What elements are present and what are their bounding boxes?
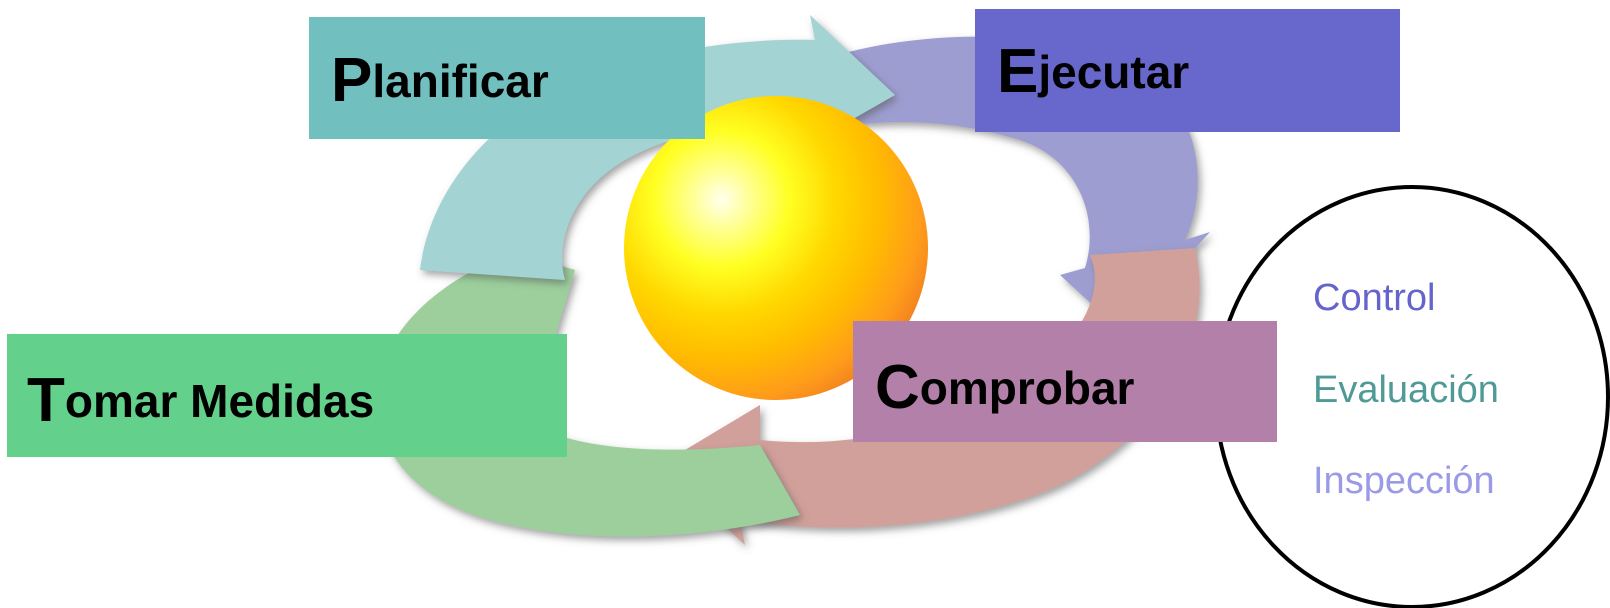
phase-tomar-medidas-text: omar Medidas: [64, 374, 375, 427]
phase-tomar-medidas-initial: T: [27, 365, 65, 435]
check-detail-inspeccion: Inspección: [1313, 460, 1495, 502]
check-detail-evaluacion: Evaluación: [1313, 369, 1499, 411]
arrow-planificar: [420, 15, 895, 280]
center-sphere: [624, 96, 928, 400]
phase-comprobar-text: omprobar: [919, 361, 1135, 414]
phase-planificar-text: lanificar: [372, 55, 549, 107]
check-detail-control: Control: [1313, 277, 1436, 319]
phase-ejecutar-initial: E: [997, 36, 1039, 106]
phase-comprobar-initial: C: [875, 352, 920, 422]
arrow-tomar-medidas: [377, 240, 800, 537]
arrow-comprobar: [660, 248, 1200, 545]
phase-ejecutar-text: jecutar: [1038, 45, 1190, 98]
phase-planificar-initial: P: [331, 46, 373, 115]
